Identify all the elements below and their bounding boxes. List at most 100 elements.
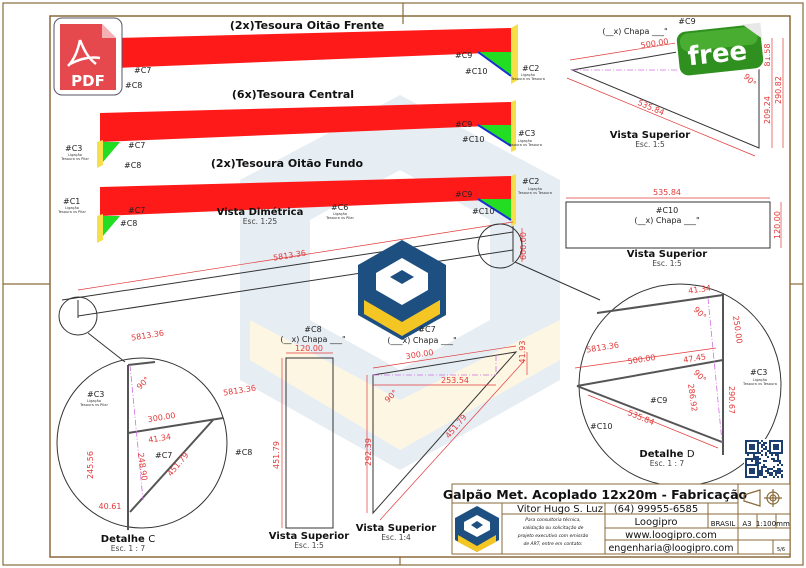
contact-phone[interactable]: (64) 99955-6585 xyxy=(614,504,699,515)
label-c7: #C7 xyxy=(155,451,172,460)
dim: 47.45 xyxy=(683,352,707,364)
qr-module xyxy=(757,472,759,474)
qr-module xyxy=(777,468,779,470)
qr-module xyxy=(771,458,773,460)
dim: 253.54 xyxy=(441,376,469,385)
label-c3: #C3 xyxy=(518,129,535,138)
website-link[interactable]: www.loogipro.com xyxy=(625,530,717,541)
dim: 120.00 xyxy=(773,211,782,239)
qr-module xyxy=(761,470,763,472)
qr-module xyxy=(767,472,769,474)
note: Tesoura vs Tesoura xyxy=(517,191,552,195)
note: Ligação xyxy=(65,206,79,210)
qr-module xyxy=(749,472,751,474)
view-scale: Esc. 1 : 7 xyxy=(111,544,146,553)
qr-module xyxy=(769,450,771,452)
qr-module xyxy=(773,458,775,460)
project-title: Galpão Met. Acoplado 12x20m - Fabricação xyxy=(443,487,748,502)
label-c8: #C8 xyxy=(125,81,142,90)
qr-module xyxy=(749,468,751,470)
qr-module xyxy=(777,464,779,466)
qr-module xyxy=(771,454,773,456)
center-marks xyxy=(3,3,803,565)
qr-module xyxy=(747,440,749,442)
note: Ligação xyxy=(521,73,535,77)
qr-module xyxy=(777,446,779,448)
qr-module xyxy=(747,454,749,456)
qr-module xyxy=(753,440,755,442)
qr-module xyxy=(757,470,759,472)
qr-module xyxy=(761,446,763,448)
detail-c: 5813.36 5813.36 90° #C3 Ligação Tesoura … xyxy=(56,328,257,553)
qr-module xyxy=(777,440,779,442)
view-scale-dimetric: Esc. 1:25 xyxy=(243,217,278,226)
qr-module xyxy=(779,460,781,462)
designer-name: Vitor Hugo S. Luz xyxy=(517,504,603,515)
plate-mark: #C9 xyxy=(678,17,695,26)
plate-mark: #C10 xyxy=(656,206,678,215)
qr-module xyxy=(781,452,783,454)
qr-module xyxy=(745,442,747,444)
qr-module xyxy=(757,476,759,478)
qr-module xyxy=(765,442,767,444)
qr-module xyxy=(763,466,765,468)
qr-module xyxy=(773,446,775,448)
qr-code[interactable] xyxy=(744,439,784,479)
qr-module xyxy=(757,446,759,448)
qr-module xyxy=(745,452,747,454)
qr-module xyxy=(759,474,761,476)
sheet-number: 5/6 xyxy=(777,547,785,553)
qr-module xyxy=(745,476,747,478)
view-name: Vista Superior xyxy=(356,523,436,534)
qr-module xyxy=(777,452,779,454)
view-name: Vista Superior xyxy=(269,531,349,542)
qr-module xyxy=(755,464,757,466)
qr-module xyxy=(777,456,779,458)
svg-text:Para consultoria técnica,: Para consultoria técnica, xyxy=(525,516,581,523)
qr-module xyxy=(759,470,761,472)
qr-module xyxy=(775,448,777,450)
free-badge[interactable]: free xyxy=(674,22,766,78)
dim: 41.34 xyxy=(688,283,712,295)
qr-module xyxy=(745,450,747,452)
qr-module xyxy=(747,458,749,460)
qr-module xyxy=(763,444,765,446)
qr-module xyxy=(759,458,761,460)
qr-module xyxy=(751,476,753,478)
label-c7: #C7 xyxy=(128,206,145,215)
qr-module xyxy=(769,452,771,454)
detail-c-callout xyxy=(58,296,98,336)
label-c8: #C8 xyxy=(120,219,137,228)
label-c10: #C10 xyxy=(462,135,484,144)
qr-module xyxy=(763,448,765,450)
view-scale: Esc. 1 : 7 xyxy=(650,459,685,468)
email-link[interactable]: engenharia@loogipro.com xyxy=(608,543,733,554)
svg-text:validação ou solicitação de: validação ou solicitação de xyxy=(523,525,584,531)
free-label: free xyxy=(686,36,748,72)
qr-module xyxy=(777,458,779,460)
qr-module xyxy=(749,448,751,450)
qr-module xyxy=(761,474,763,476)
plate-mark: #C7 xyxy=(418,325,435,334)
qr-module xyxy=(757,468,759,470)
qr-module xyxy=(757,442,759,444)
qr-module xyxy=(765,470,767,472)
plate-spec: (__x) Chapa ___" xyxy=(602,27,667,36)
label-c9: #C9 xyxy=(455,51,472,60)
qr-module xyxy=(753,456,755,458)
qr-module xyxy=(749,446,751,448)
plate-spec: (__x) Chapa ___" xyxy=(634,216,699,225)
label-c10: #C10 xyxy=(465,67,487,76)
pdf-icon[interactable]: PDF xyxy=(53,17,123,96)
qr-module xyxy=(751,458,753,460)
center-logo xyxy=(358,240,446,340)
unit: mm xyxy=(776,520,790,528)
qr-module xyxy=(761,440,763,442)
qr-module xyxy=(761,444,763,446)
label-c6: #C6 xyxy=(331,203,348,212)
qr-module xyxy=(777,454,779,456)
qr-module xyxy=(751,468,753,470)
qr-module xyxy=(761,466,763,468)
dim: 209.24 xyxy=(763,96,772,124)
